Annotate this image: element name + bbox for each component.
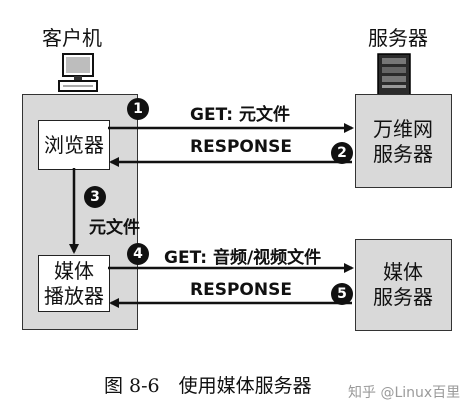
server-label: 服务器 xyxy=(368,26,428,50)
media-server-box: 媒体 服务器 xyxy=(373,260,433,309)
web-server-panel xyxy=(355,94,452,188)
client-label: 客户机 xyxy=(42,26,102,50)
message-meta-file: 元文件 xyxy=(89,218,140,238)
step-badge-4: 4 xyxy=(127,243,149,265)
message-response-2: RESPONSE xyxy=(190,280,292,300)
step-badge-3: 3 xyxy=(84,186,106,208)
message-response-1: RESPONSE xyxy=(190,137,292,157)
media-player-box: 媒体 播放器 xyxy=(38,255,110,312)
computer-icon xyxy=(58,53,98,92)
media-server-panel xyxy=(355,239,452,331)
message-get-meta: GET: 元文件 xyxy=(190,105,290,125)
step-badge-1: 1 xyxy=(127,98,149,120)
figure-caption: 图 8-6 使用媒体服务器 xyxy=(104,375,312,397)
watermark: 知乎 @Linux百里 xyxy=(348,385,461,401)
step-badge-2: 2 xyxy=(331,142,353,164)
message-get-av: GET: 音频/视频文件 xyxy=(164,248,322,268)
step-badge-5: 5 xyxy=(331,283,353,305)
web-server-box: 万维网 服务器 xyxy=(373,117,433,166)
